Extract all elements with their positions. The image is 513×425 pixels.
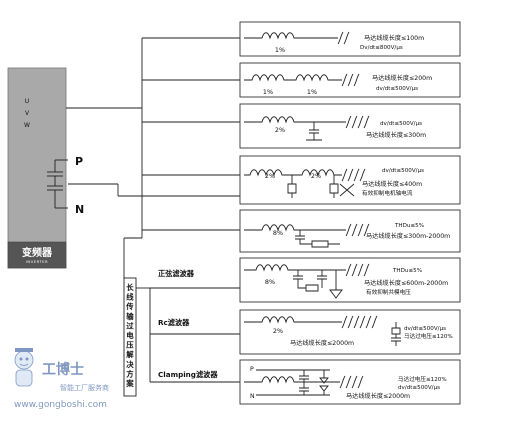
solution-label-box: 长线传输过电压解决方案	[123, 277, 240, 397]
terminal-w: W	[24, 122, 30, 129]
filter-5-note-1: THDu≤5%	[394, 223, 424, 229]
rc-filter-title: Rc滤波器	[158, 318, 190, 327]
filter-box-8: P N 马达过电压≤120% dv/dt≤500V/μs 马达线缆长度≤2000…	[239, 359, 461, 405]
filter-box-2-frame	[239, 62, 461, 98]
inductor-7-label: 2%	[273, 327, 283, 335]
inductor-1-label: 1%	[275, 46, 285, 54]
solution-label: 长线传输过电压解决方案	[125, 283, 134, 388]
filter-3-note-2: 马达线缆长度≤300m	[366, 131, 426, 139]
filter-box-1-frame	[239, 21, 461, 57]
inverter-name: 变频器	[22, 246, 53, 259]
watermark-slogan: 智能工厂服务商	[60, 383, 109, 392]
filter-box-4-frame	[239, 155, 461, 205]
inductor-3-label: 2%	[275, 126, 285, 134]
clamping-filter-title: Clamping滤波器	[158, 370, 218, 379]
filter-8-note-2: dv/dt≤500V/μs	[398, 385, 440, 391]
filter-8-note-3: 马达线缆长度≤2000m	[346, 392, 410, 400]
watermark: 工博士 智能工厂服务商 www.gongboshi.com	[14, 348, 109, 410]
filter-2-note-2: dv/dt≤500V/μs	[376, 86, 418, 92]
sine-filter-title: 正弦滤波器	[158, 269, 195, 278]
filter-3-note-1: dv/dt≤500V/μs	[380, 121, 422, 127]
inductor-2a-label: 1%	[263, 88, 273, 96]
filter-7-note-3: 马达线缆长度≤2000m	[290, 339, 354, 347]
dc-p-label: P	[75, 155, 83, 168]
filter-4-note-1: dv/dt≤500V/μs	[382, 168, 424, 174]
filter-box-5: 8% THDu≤5% 马达线缆长度≤300m-2000m	[239, 209, 461, 253]
filter-7-note-2: 马达过电压≤120%	[404, 332, 453, 340]
main-bus	[66, 37, 240, 278]
filter-5-note-2: 马达线缆长度≤300m-2000m	[366, 232, 450, 240]
inductor-6-label: 8%	[265, 278, 275, 286]
terminal-v: V	[25, 110, 30, 117]
filter-1-note-2: Dv/dt≤800V/μs	[360, 45, 403, 51]
filter-box-3: 2% dv/dt≤500V/μs 马达线缆长度≤300m	[239, 103, 461, 149]
inductor-4a-label: 2%	[265, 172, 275, 180]
inductor-2b-label: 1%	[307, 88, 317, 96]
filter-6-note-1: THDu≤5%	[392, 268, 422, 274]
filter-1-note-1: 马达线缆长度≤100m	[364, 34, 424, 42]
rail-p-label: P	[250, 366, 254, 373]
filter-8-note-1: 马达过电压≤120%	[398, 375, 447, 383]
filter-box-3-frame	[239, 103, 461, 149]
filter-box-7: 2% dv/dt≤500V/μs 马达过电压≤120% 马达线缆长度≤2000m	[239, 309, 461, 355]
filter-2-note-1: 马达线缆长度≤200m	[372, 74, 432, 82]
filter-box-6: 8% THDu≤5% 马达线缆长度≤600m-2000m 有效抑制共模电压	[239, 257, 461, 303]
inductor-4b-label: 2%	[311, 172, 321, 180]
filter-4-note-3: 有效抑制电机轴电流	[362, 189, 413, 197]
dc-n-label: N	[75, 203, 84, 216]
inductor-5-label: 8%	[273, 229, 283, 237]
filter-box-8-frame	[239, 359, 461, 405]
inverter-name-en: INVERTER	[26, 260, 48, 264]
watermark-brand: 工博士	[42, 361, 84, 378]
filter-box-2: 1% 1% 马达线缆长度≤200m dv/dt≤500V/μs	[239, 62, 461, 98]
filter-7-note-1: dv/dt≤500V/μs	[404, 326, 446, 332]
inverter-block: U V W 变频器 INVERTER	[7, 67, 68, 269]
terminal-u: U	[25, 98, 29, 105]
filter-box-7-frame	[239, 309, 461, 355]
watermark-url: www.gongboshi.com	[14, 400, 107, 410]
filter-box-4: 2% 2% dv/dt≤500V/μs 马达线缆长度≤400m 有效抑制电机轴电…	[239, 155, 461, 205]
filter-6-note-2: 马达线缆长度≤600m-2000m	[364, 279, 448, 287]
filter-4-note-2: 马达线缆长度≤400m	[362, 180, 422, 188]
filter-box-1: 1% 马达线缆长度≤100m Dv/dt≤800V/μs	[239, 21, 461, 57]
rail-n-label: N	[250, 393, 255, 400]
filter-box-5-frame	[239, 209, 461, 253]
filter-6-note-3: 有效抑制共模电压	[366, 288, 411, 296]
mascot-icon	[14, 348, 34, 387]
